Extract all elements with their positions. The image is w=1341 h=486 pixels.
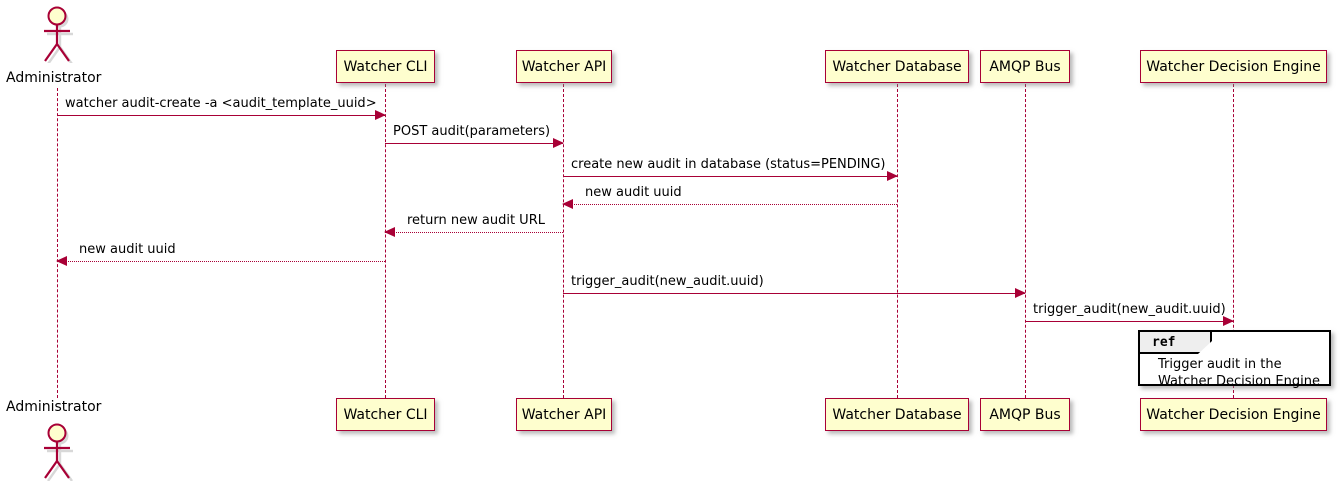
arrowhead-right-icon: [375, 110, 386, 120]
participant-watcher-decision-engine-bottom[interactable]: Watcher Decision Engine: [1140, 398, 1327, 431]
lifeline-watcher-cli: [385, 84, 386, 398]
ref-fragment-line-2: Watcher Decision Engine: [1158, 374, 1320, 389]
message-label: trigger_audit(new_audit.uuid): [571, 274, 764, 289]
lifeline-administrator: [57, 88, 58, 398]
participant-amqp-bus-bottom[interactable]: AMQP Bus: [980, 398, 1070, 431]
actor-stick-figure-icon: [44, 6, 73, 65]
participant-watcher-cli-bottom[interactable]: Watcher CLI: [336, 398, 435, 431]
message-line: [57, 261, 385, 262]
actor-administrator-top: [33, 3, 81, 67]
arrowhead-right-icon: [1223, 316, 1234, 326]
actor-label-administrator-top: Administrator: [6, 70, 102, 86]
arrowhead-left-icon: [56, 256, 67, 266]
message-line: [563, 204, 897, 205]
message-line: [385, 143, 563, 144]
message-label: create new audit in database (status=PEN…: [571, 157, 886, 172]
message-line: [1025, 321, 1233, 322]
lifeline-watcher-database: [897, 84, 898, 398]
message-label: return new audit URL: [407, 213, 545, 228]
participant-amqp-bus-top[interactable]: AMQP Bus: [980, 50, 1070, 83]
message-label: trigger_audit(new_audit.uuid): [1033, 302, 1226, 317]
actor-administrator-bottom: [33, 419, 81, 485]
message-line: [57, 115, 385, 116]
message-label: new audit uuid: [79, 242, 176, 257]
message-line: [563, 176, 897, 177]
ref-fragment-tab-label: ref: [1140, 332, 1212, 354]
ref-fragment-body: Trigger audit in the Watcher Decision En…: [1140, 356, 1329, 390]
participant-watcher-database-bottom[interactable]: Watcher Database: [825, 398, 969, 431]
actor-stick-figure-icon: [44, 423, 73, 482]
lifeline-watcher-api: [563, 84, 564, 398]
arrowhead-right-icon: [553, 138, 564, 148]
participant-watcher-database-top[interactable]: Watcher Database: [825, 50, 969, 83]
arrowhead-left-icon: [562, 199, 573, 209]
lifeline-amqp-bus: [1025, 84, 1026, 398]
participant-watcher-api-top[interactable]: Watcher API: [516, 50, 612, 83]
lifeline-watcher-decision-engine: [1233, 84, 1234, 398]
message-line: [385, 232, 563, 233]
participant-watcher-api-bottom[interactable]: Watcher API: [516, 398, 612, 431]
actor-label-administrator-bottom: Administrator: [6, 399, 102, 415]
arrowhead-left-icon: [384, 227, 395, 237]
arrowhead-right-icon: [887, 171, 898, 181]
message-label: watcher audit-create -a <audit_template_…: [65, 96, 377, 111]
participant-watcher-decision-engine-top[interactable]: Watcher Decision Engine: [1140, 50, 1327, 83]
message-label: POST audit(parameters): [393, 124, 551, 139]
message-label: new audit uuid: [585, 185, 682, 200]
arrowhead-right-icon: [1015, 288, 1026, 298]
ref-fragment-line-1: Trigger audit in the: [1158, 357, 1282, 372]
participant-watcher-cli-top[interactable]: Watcher CLI: [336, 50, 435, 83]
message-line: [563, 293, 1025, 294]
ref-fragment[interactable]: ref Trigger audit in the Watcher Decisio…: [1138, 330, 1331, 389]
